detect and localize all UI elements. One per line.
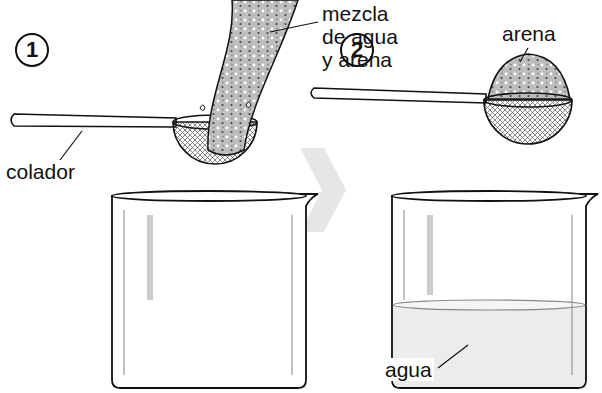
callout-number: 1: [26, 39, 38, 61]
leader-line: [270, 22, 318, 32]
pouring-mixture: [200, 0, 318, 155]
leader-line: [60, 131, 82, 160]
part-label: arena: [502, 22, 556, 45]
leader-line: [520, 48, 528, 62]
part-label: colador: [6, 160, 75, 183]
leader-line: [438, 345, 468, 368]
mixture-label: mezcla de agua y arena: [322, 2, 414, 71]
part-label: agua: [383, 358, 434, 381]
callout-circle: 1: [15, 33, 49, 67]
beaker-left: [112, 191, 318, 388]
